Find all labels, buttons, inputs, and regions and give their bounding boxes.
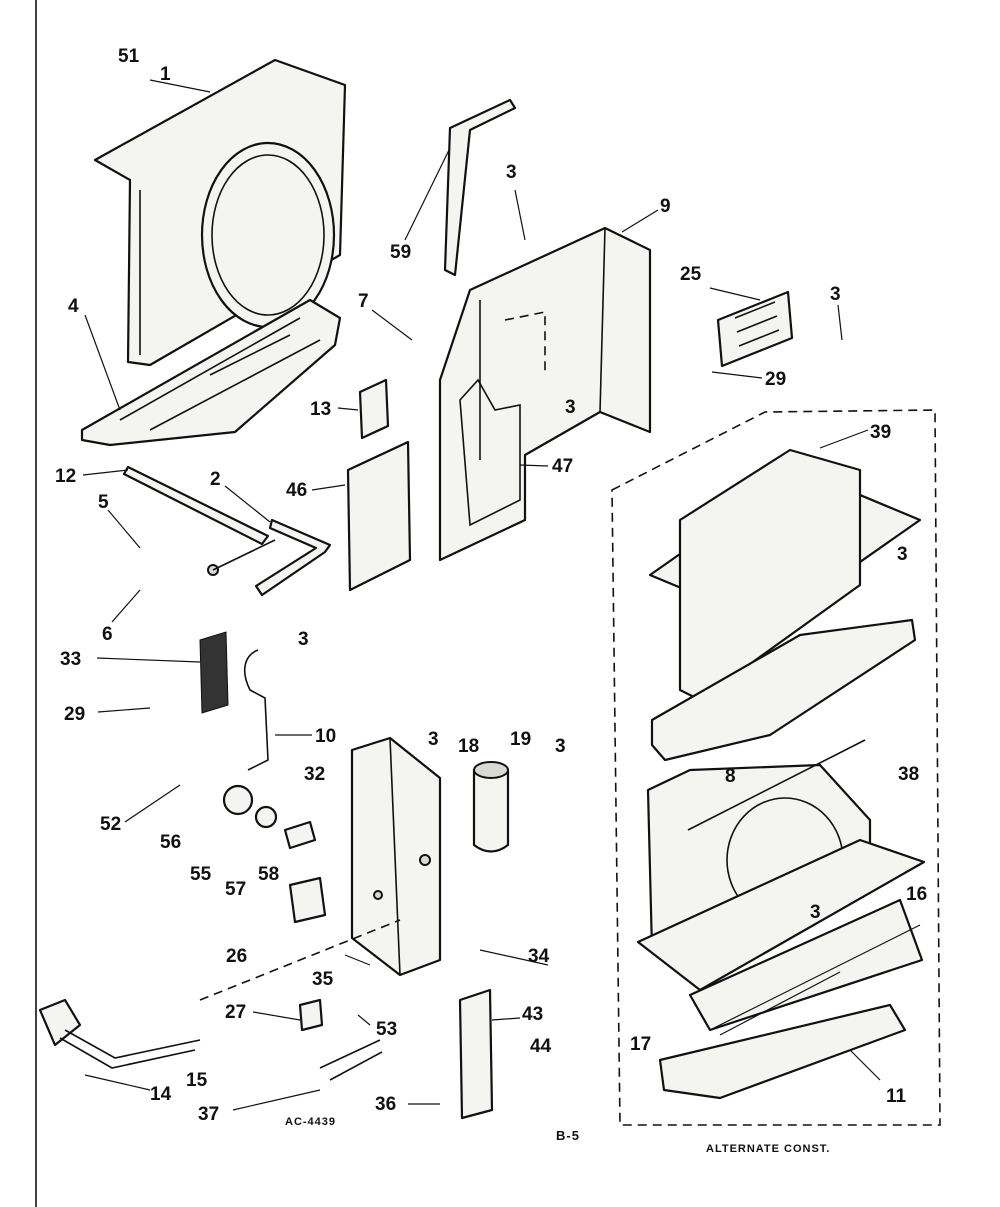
alternate-construction-label: ALTERNATE CONST. — [706, 1143, 830, 1155]
part-37 — [319, 1039, 383, 1081]
callout-33: 33 — [60, 649, 81, 670]
callout-4: 4 — [68, 296, 79, 317]
callout-3: 3 — [428, 729, 439, 750]
part-35-control-box — [350, 736, 442, 977]
callout-29: 29 — [765, 369, 786, 390]
part-partition — [438, 226, 652, 562]
callout-3: 3 — [830, 284, 841, 305]
part-15-cord — [38, 998, 201, 1069]
callout-46: 46 — [286, 480, 307, 501]
callout-3: 3 — [506, 162, 517, 183]
part-fan-shroud — [93, 58, 347, 367]
callout-32: 32 — [304, 764, 325, 785]
callout-11: 11 — [886, 1086, 907, 1107]
callout-39: 39 — [870, 422, 891, 443]
callout-12: 12 — [55, 466, 76, 487]
callout-52: 52 — [100, 814, 121, 835]
part-43-strip — [458, 988, 494, 1120]
part-12-rod — [122, 465, 270, 546]
callout-55: 55 — [190, 864, 212, 885]
callout-34: 34 — [528, 946, 550, 967]
callout-3: 3 — [897, 544, 908, 565]
callout-36: 36 — [375, 1094, 396, 1115]
part-11-tray — [658, 1003, 907, 1100]
part-46-panel — [346, 440, 412, 592]
callout-29: 29 — [64, 704, 85, 725]
callout-19: 19 — [510, 729, 531, 750]
callout-9: 9 — [660, 196, 671, 217]
callout-13: 13 — [310, 399, 331, 420]
leader-lines — [82, 79, 921, 1111]
part-27 — [298, 998, 324, 1032]
callout-53: 53 — [376, 1019, 397, 1040]
part-13 — [358, 378, 390, 440]
callout-3: 3 — [298, 629, 309, 650]
part-switch-knobs — [222, 784, 317, 850]
drawing-number: AC-4439 — [285, 1116, 336, 1128]
part-16-drain-pan — [688, 898, 924, 1032]
part-25-bracket — [716, 290, 794, 368]
callout-3: 3 — [810, 902, 821, 923]
callout-17: 17 — [630, 1034, 651, 1055]
callout-10: 10 — [315, 726, 336, 747]
callout-5: 5 — [98, 492, 109, 513]
callout-37: 37 — [198, 1104, 219, 1125]
part-33-mesh — [199, 631, 229, 714]
part-26-relay — [288, 876, 327, 924]
callout-labels: 51 1 4 59 3 9 25 3 7 13 29 47 12 2 46 5 … — [55, 46, 927, 1155]
callout-44: 44 — [530, 1036, 552, 1057]
part-38-lower-assembly — [636, 739, 926, 992]
callout-8: 8 — [725, 766, 736, 787]
callout-47: 47 — [552, 456, 573, 477]
callout-7: 7 — [358, 291, 369, 312]
part-base-pan — [80, 298, 342, 447]
callout-56: 56 — [160, 832, 181, 853]
callout-27: 27 — [225, 1002, 246, 1023]
part-10-wire — [243, 649, 269, 771]
callout-15: 15 — [186, 1070, 208, 1091]
callout-26: 26 — [226, 946, 247, 967]
callout-35: 35 — [312, 969, 334, 990]
callout-3: 3 — [565, 397, 576, 418]
callout-2: 2 — [210, 469, 221, 490]
callout-57: 57 — [225, 879, 246, 900]
part-2-bracket — [207, 518, 332, 597]
callout-38: 38 — [898, 764, 919, 785]
callout-1: 1 — [160, 64, 171, 85]
callout-43: 43 — [522, 1004, 543, 1025]
page-code: B-5 — [556, 1128, 580, 1143]
callout-3: 3 — [555, 736, 566, 757]
alternate-construction-box — [611, 409, 941, 1126]
part-18-capacitor — [472, 761, 510, 853]
part-39-top-panel — [648, 448, 922, 762]
callout-18: 18 — [458, 736, 479, 757]
callout-16: 16 — [906, 884, 927, 905]
callout-58: 58 — [258, 864, 279, 885]
callout-6: 6 — [102, 624, 113, 645]
callout-59: 59 — [390, 242, 411, 263]
callout-25: 25 — [680, 264, 702, 285]
callout-14: 14 — [150, 1084, 172, 1105]
part-gasket — [443, 98, 517, 277]
callout-51: 51 — [118, 46, 140, 67]
